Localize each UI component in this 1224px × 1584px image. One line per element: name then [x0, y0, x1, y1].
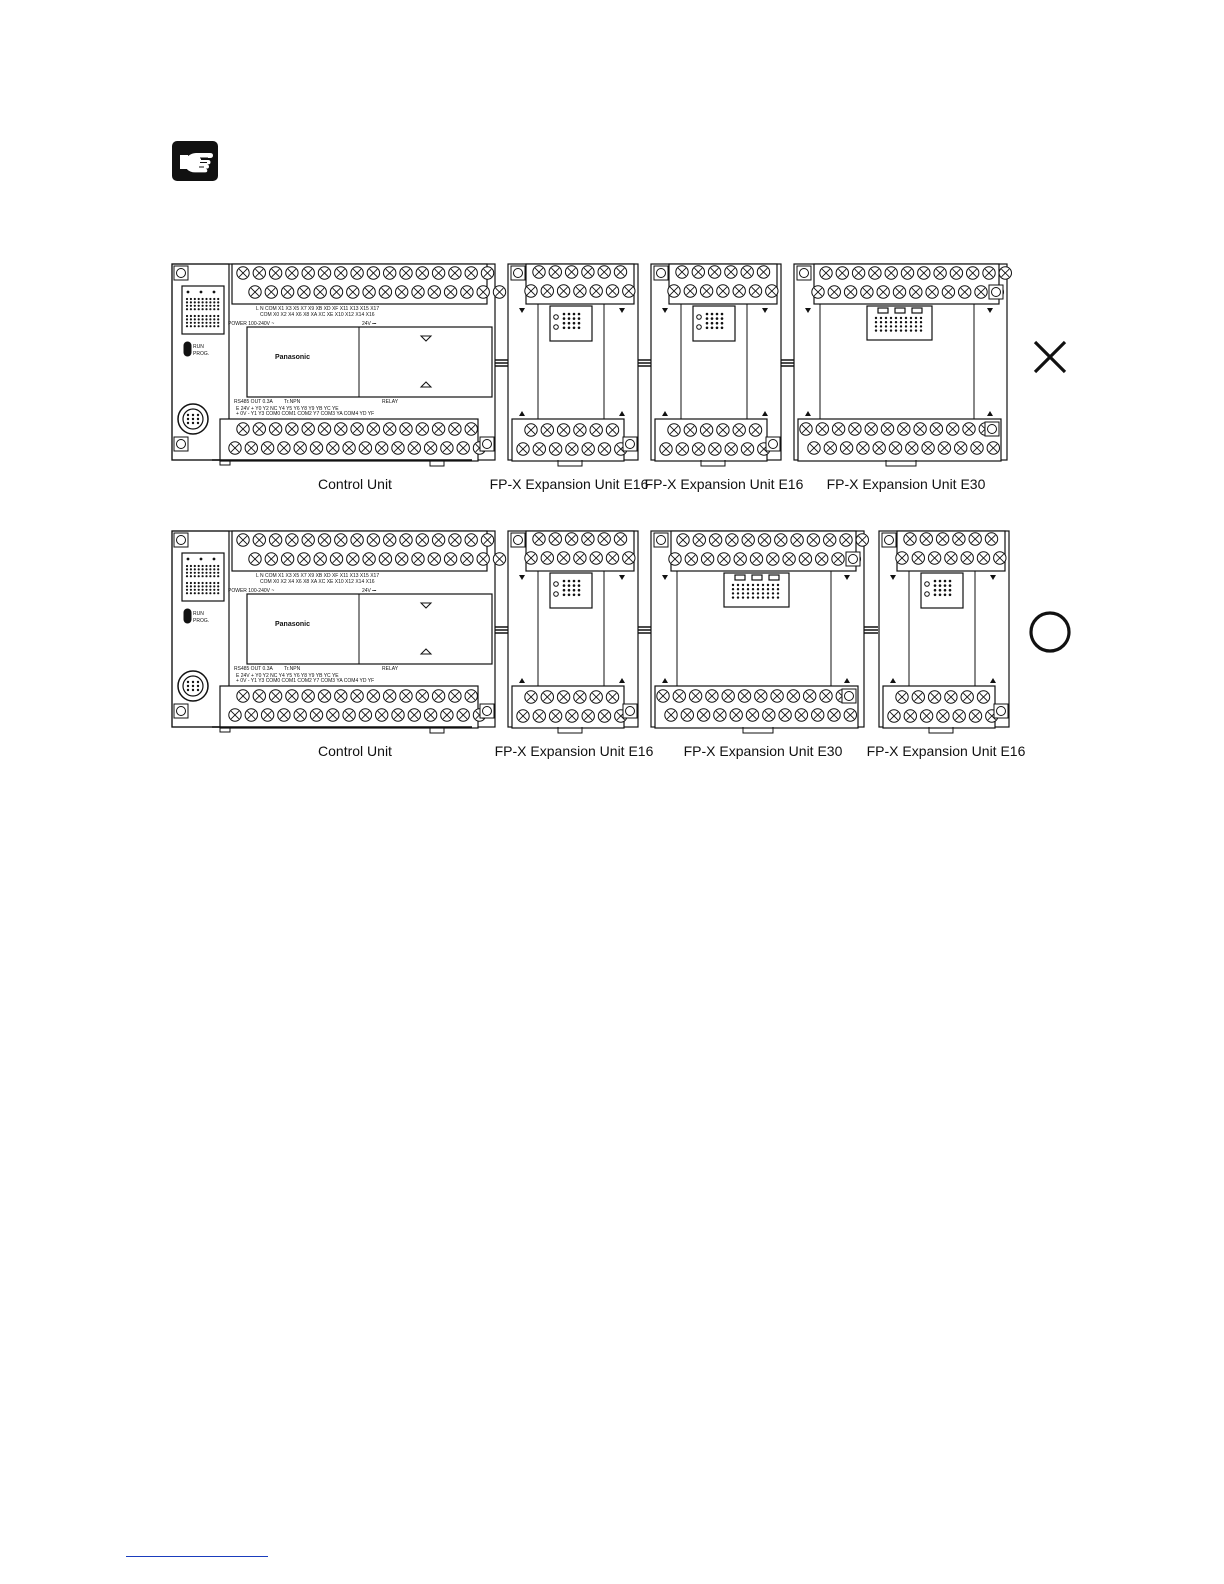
expansion-cable [495, 359, 509, 367]
terminal-screw-row [895, 551, 1007, 565]
terminal-screw-row [532, 532, 628, 546]
brand-label: Panasonic [275, 621, 310, 628]
terminal-screw-row [248, 552, 507, 566]
trnpn-label: Tr.NPN [284, 399, 301, 405]
cross-icon [1033, 340, 1067, 374]
terminal-screw-row [664, 708, 857, 722]
trnpn-label: Tr.NPN [284, 666, 301, 672]
input-terminal-labels-bottom: COM X0 X2 X4 X6 X8 XA XC XE X10 X12 X14 … [260, 312, 375, 318]
terminal-screw-row [676, 533, 869, 547]
terminal-screw-row [667, 284, 779, 298]
relay-label: RELAY [382, 399, 399, 405]
terminal-screw-row [667, 423, 763, 437]
output-terminal-labels-bottom: + 0V - Y1 Y3 COM0 COM1 COM2 Y7 COM3 YA C… [236, 411, 374, 417]
terminal-screw-row [236, 422, 478, 436]
input-terminal-labels-top: L N COM X1 X3 X5 X7 X9 XB XD XF X11 X13 … [256, 306, 379, 312]
expansion-cable [495, 626, 509, 634]
power-rating-label: POWER 100-240V ~ [228, 588, 274, 594]
terminal-screw-row [659, 442, 771, 456]
mode-switch [183, 608, 192, 624]
terminal-screw-row [524, 284, 636, 298]
unit-label: Control Unit [318, 743, 392, 759]
expansion-cable [864, 626, 878, 634]
unit-label: FP-X Expansion Unit E16 [867, 743, 1026, 759]
circle-icon [1029, 611, 1071, 653]
output-terminal-labels-top: E 24V + Y0 Y2 NC Y4 Y5 Y6 Y8 Y9 YB YC YE [236, 673, 339, 679]
terminal-screw-row [228, 708, 487, 722]
expansion-cable [638, 359, 652, 367]
terminal-screw-row [819, 266, 1012, 280]
terminal-screw-row [236, 689, 478, 703]
expansion-unit-e16 [507, 263, 639, 467]
terminal-screw-row [887, 709, 999, 723]
pointing-hand-icon [172, 141, 218, 181]
brand-label: Panasonic [275, 354, 310, 361]
expansion-cable [781, 359, 795, 367]
unit-label: FP-X Expansion Unit E30 [827, 476, 986, 492]
terminal-screw-row [248, 285, 507, 299]
rs485-label: RS485 OUT 0.3A [234, 666, 273, 672]
terminal-screw-row [903, 532, 999, 546]
terminal-screw-row [524, 423, 620, 437]
rs485-label: RS485 OUT 0.3A [234, 399, 273, 405]
terminal-screw-row [236, 266, 495, 280]
mode-switch [183, 341, 192, 357]
output-terminal-labels-top: E 24V + Y0 Y2 NC Y4 Y5 Y6 Y8 Y9 YB YC YE [236, 406, 339, 412]
input-terminal-labels-top: L N COM X1 X3 X5 X7 X9 XB XD XF X11 X13 … [256, 573, 379, 579]
unit-label: FP-X Expansion Unit E16 [645, 476, 804, 492]
run-label: RUN [193, 611, 204, 617]
terminal-screw-row [799, 422, 992, 436]
terminal-screw-row [656, 689, 849, 703]
expansion-unit-e16 [878, 530, 1010, 734]
terminal-screw-row [516, 442, 628, 456]
footnote-rule [126, 1556, 268, 1557]
unit-label: Control Unit [318, 476, 392, 492]
expansion-unit-e16 [507, 530, 639, 734]
relay-label: RELAY [382, 666, 399, 672]
power-rating-label: POWER 100-240V ~ [228, 321, 274, 327]
terminal-screw-row [807, 441, 1000, 455]
expansion-cable [638, 626, 652, 634]
terminal-screw-row [532, 265, 628, 279]
unit-label: FP-X Expansion Unit E16 [490, 476, 649, 492]
expansion-unit-e30 [793, 263, 1012, 467]
run-label: RUN [193, 344, 204, 350]
expansion-unit-e16 [650, 263, 782, 467]
expansion-unit-e30 [650, 530, 869, 734]
terminal-screw-row [236, 533, 495, 547]
prog-label: PROG. [193, 618, 209, 624]
dc24-label: 24V ⎓ [362, 588, 376, 594]
terminal-screw-row [675, 265, 771, 279]
terminal-screw-row [524, 551, 636, 565]
terminal-screw-row [895, 690, 991, 704]
terminal-screw-row [524, 690, 620, 704]
prog-label: PROG. [193, 351, 209, 357]
unit-label: FP-X Expansion Unit E16 [495, 743, 654, 759]
dc24-label: 24V ⎓ [362, 321, 376, 327]
output-terminal-labels-bottom: + 0V - Y1 Y3 COM0 COM1 COM2 Y7 COM3 YA C… [236, 678, 374, 684]
input-terminal-labels-bottom: COM X0 X2 X4 X6 X8 XA XC XE X10 X12 X14 … [260, 579, 375, 585]
unit-label: FP-X Expansion Unit E30 [684, 743, 843, 759]
